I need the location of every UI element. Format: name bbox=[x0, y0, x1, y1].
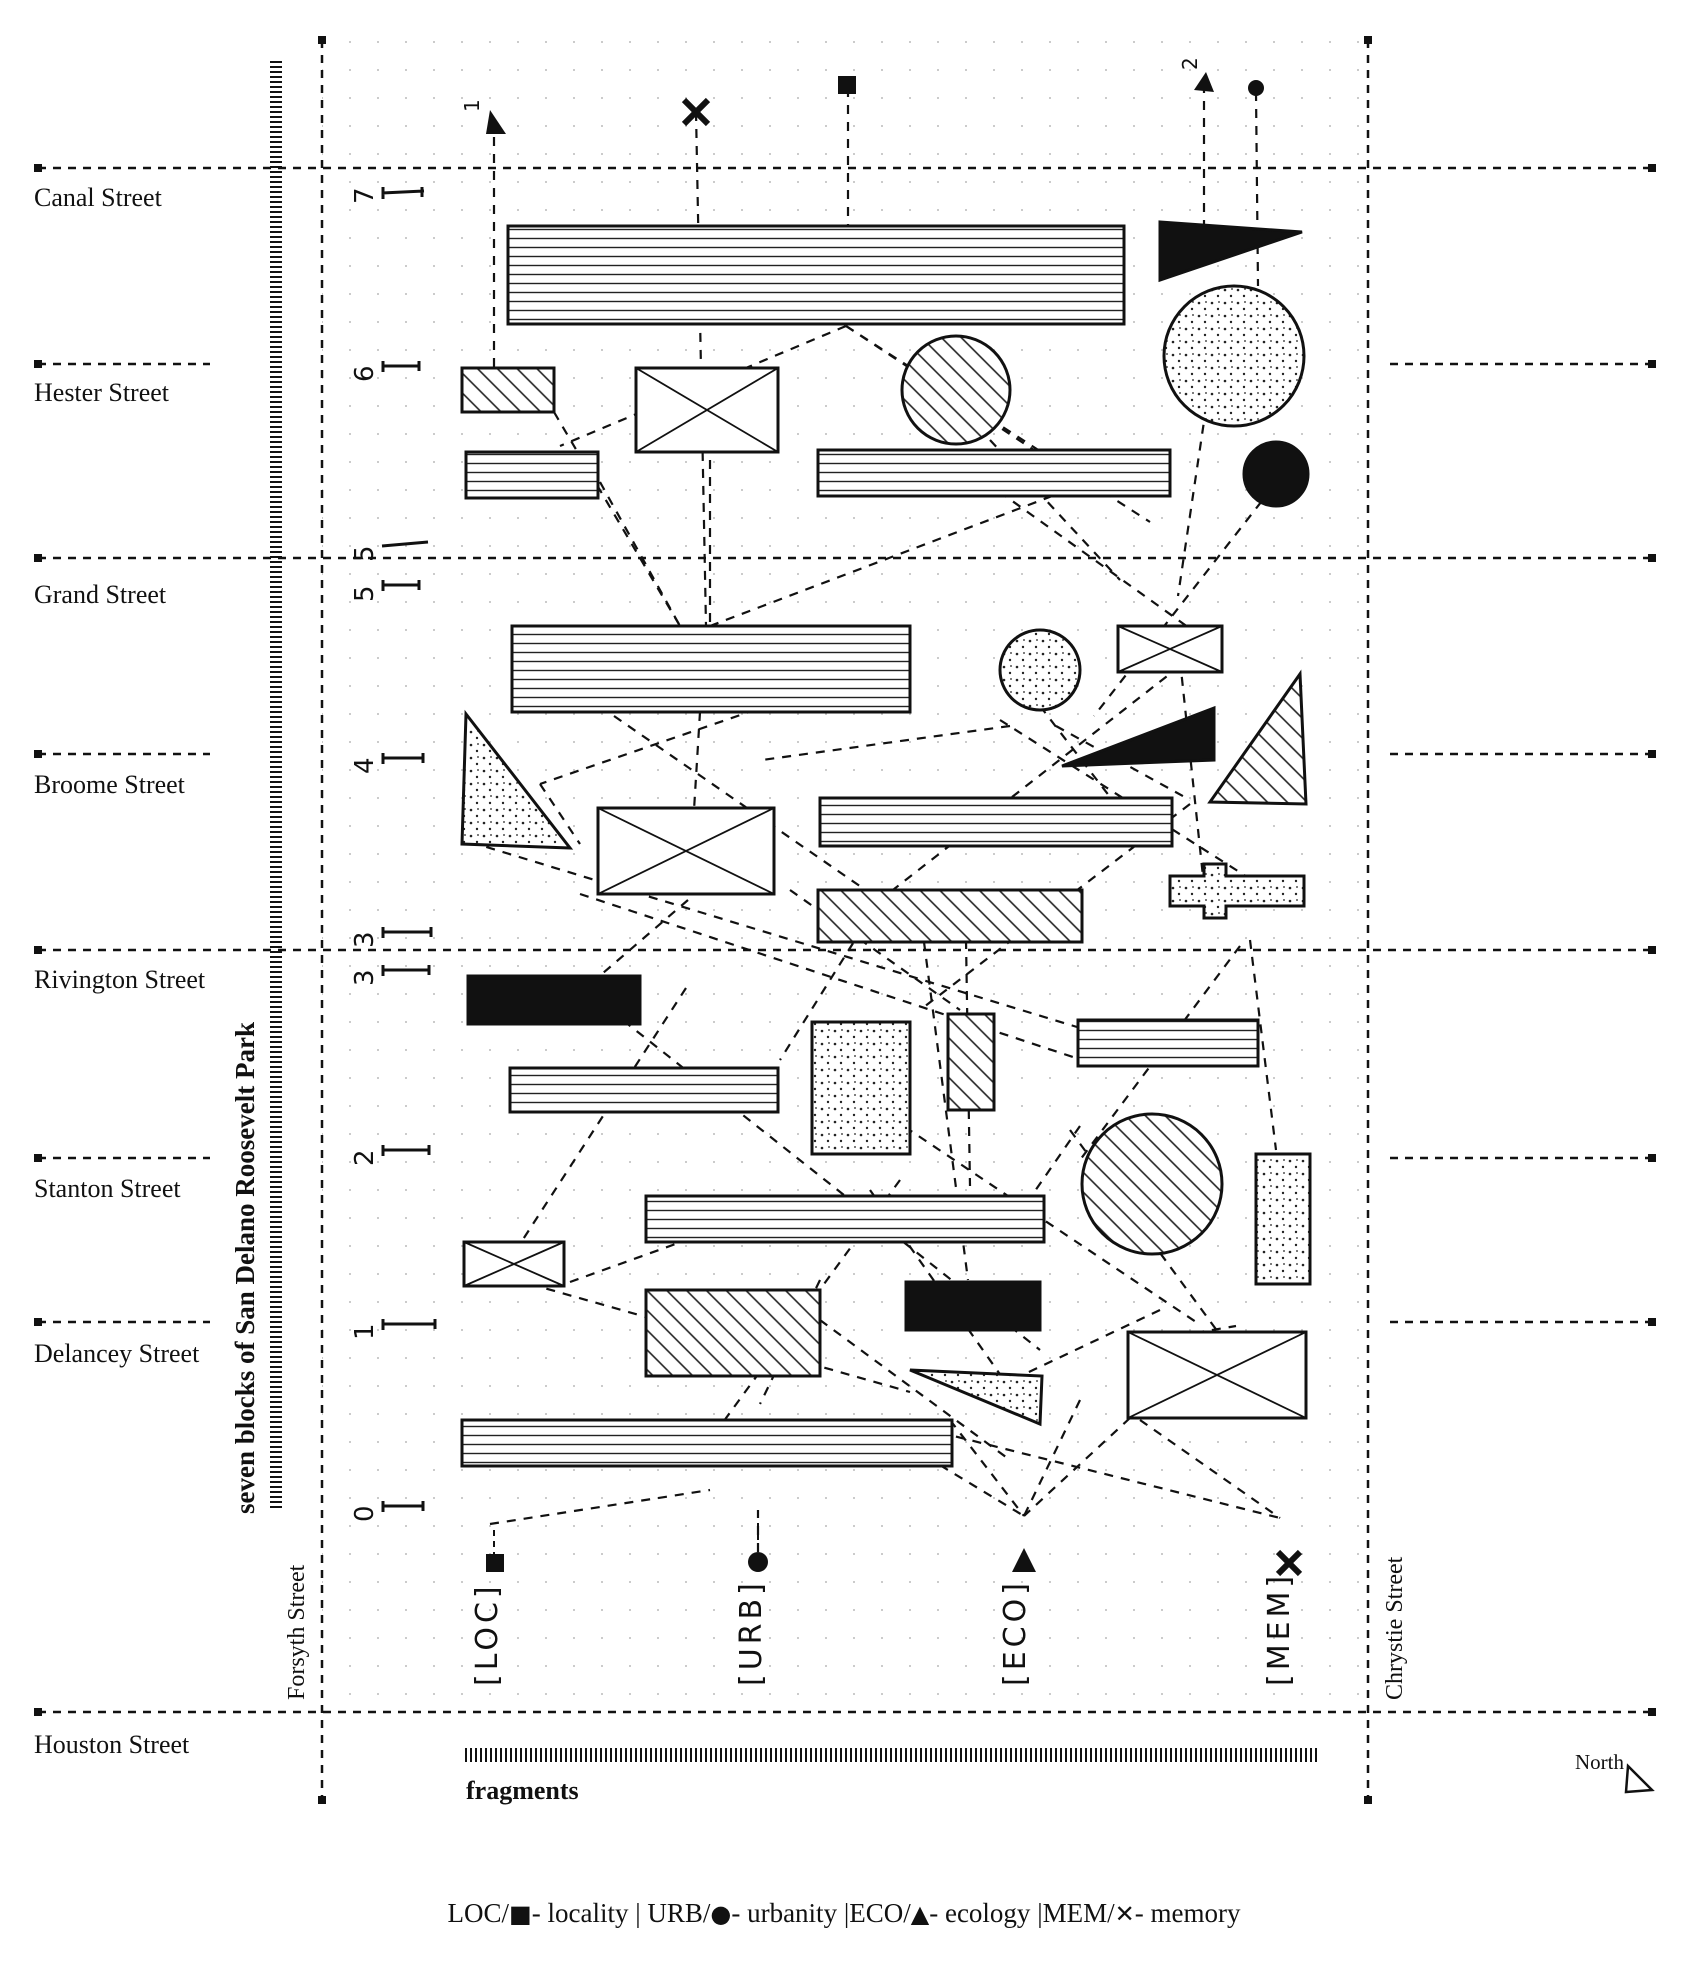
urb-fragment-1 bbox=[900, 334, 1012, 446]
legend-mem-text: - memory bbox=[1134, 1898, 1241, 1928]
loc-fragment-11 bbox=[644, 1194, 1046, 1244]
loc-fragment-12 bbox=[644, 1288, 822, 1378]
block-number: 7 bbox=[350, 187, 380, 204]
category-label-mem: [MEM] bbox=[1262, 1571, 1297, 1686]
north-label: North bbox=[1575, 1750, 1624, 1774]
block-number: 5 bbox=[350, 545, 380, 562]
legend-mem: MEM/ bbox=[1042, 1898, 1115, 1928]
legend-separator: | bbox=[628, 1898, 648, 1928]
fragments-label: fragments bbox=[466, 1776, 579, 1805]
legend-separator: | bbox=[1030, 1898, 1043, 1928]
urb-fragment-3 bbox=[1242, 440, 1310, 508]
triangle-icon bbox=[1012, 1548, 1036, 1572]
triangle-icon: ▲ bbox=[910, 1900, 930, 1928]
eco-fragment-2 bbox=[460, 709, 574, 850]
block-number: 5 bbox=[350, 585, 380, 602]
legend-loc: LOC/ bbox=[447, 1898, 510, 1928]
block-number: 4 bbox=[350, 757, 380, 774]
block-number: 0 bbox=[350, 1505, 380, 1522]
top-marker-number: 1 bbox=[460, 99, 484, 112]
eco-fragment-5 bbox=[946, 1012, 996, 1112]
loc-fragment-8 bbox=[466, 974, 642, 1026]
street-label-forsyth: Forsyth Street bbox=[284, 1564, 310, 1700]
legend-loc-text: - locality bbox=[531, 1898, 629, 1928]
park-length-ruler bbox=[270, 61, 282, 1508]
street-label-rivington: Rivington Street bbox=[34, 965, 206, 994]
street-label-houston: Houston Street bbox=[34, 1730, 190, 1759]
mem-fragment-3 bbox=[596, 806, 776, 896]
legend-urb: URB/ bbox=[647, 1898, 711, 1928]
street-label-chrystie: Chrystie Street bbox=[1382, 1556, 1408, 1700]
urb-fragment-4 bbox=[998, 628, 1082, 712]
circle-icon bbox=[1248, 80, 1264, 96]
cross-icon bbox=[1275, 1549, 1303, 1577]
loc-fragment-7 bbox=[816, 888, 1084, 944]
loc-fragment-5 bbox=[510, 624, 912, 714]
square-icon bbox=[838, 76, 856, 94]
eco-fragment-1 bbox=[1158, 220, 1303, 283]
north-arrow-icon bbox=[1624, 1763, 1655, 1794]
legend-urb-text: - urbanity bbox=[731, 1898, 838, 1928]
category-label-loc: [LOC] bbox=[470, 1582, 505, 1686]
eco-fragment-4 bbox=[1207, 669, 1308, 806]
loc-fragment-2 bbox=[460, 366, 556, 414]
cross-icon bbox=[681, 97, 711, 127]
square-icon bbox=[486, 1554, 504, 1572]
bottom-markers bbox=[486, 1512, 1303, 1577]
street-label-canal: Canal Street bbox=[34, 183, 162, 212]
block-ticks bbox=[381, 187, 437, 1512]
street-label-grand: Grand Street bbox=[34, 580, 167, 609]
mem-fragment-1 bbox=[634, 366, 780, 454]
legend: LOC/■- locality | URB/●- urbanity |ECO/▲… bbox=[0, 1898, 1688, 1929]
legend-separator: | bbox=[837, 1898, 850, 1928]
block-number: 6 bbox=[350, 365, 380, 382]
category-label-eco: [ECO] bbox=[998, 1579, 1033, 1686]
triangle-icon bbox=[1194, 72, 1214, 92]
fragment-shapes bbox=[460, 220, 1312, 1468]
top-marker-number: 2 bbox=[1178, 57, 1202, 70]
category-label-urb: [URB] bbox=[734, 1579, 769, 1686]
loc-fragment-3 bbox=[464, 450, 600, 500]
legend-eco-text: - ecology bbox=[929, 1898, 1031, 1928]
urb-fragment-7 bbox=[1080, 1112, 1224, 1256]
circle-icon: ● bbox=[710, 1900, 732, 1928]
loc-fragment-4 bbox=[816, 448, 1172, 498]
urb-fragment-6 bbox=[810, 1020, 912, 1156]
mem-fragment-5 bbox=[1126, 1330, 1308, 1420]
street-label-delancey: Delancey Street bbox=[34, 1339, 200, 1368]
cross-icon: ✕ bbox=[1114, 1900, 1135, 1928]
square-icon: ■ bbox=[509, 1900, 532, 1928]
block-number: 1 bbox=[350, 1323, 380, 1340]
mem-fragment-2 bbox=[1116, 624, 1224, 674]
street-label-broome: Broome Street bbox=[34, 770, 185, 799]
urb-fragment-5 bbox=[1168, 862, 1306, 920]
loc-fragment-9 bbox=[508, 1066, 780, 1114]
mem-fragment-4 bbox=[462, 1240, 566, 1288]
triangle-icon bbox=[486, 110, 506, 134]
eco-fragment-3 bbox=[1061, 705, 1216, 768]
loc-fragment-13 bbox=[904, 1280, 1042, 1332]
fragments-ruler bbox=[465, 1748, 1317, 1762]
block-number: 3 bbox=[350, 969, 380, 986]
loc-fragment-1 bbox=[506, 224, 1126, 326]
urb-fragment-8 bbox=[1254, 1152, 1312, 1286]
park-title: seven blocks of San Delano Roosevelt Par… bbox=[230, 1022, 260, 1514]
top-markers bbox=[486, 72, 1264, 134]
street-end-markers bbox=[34, 164, 1656, 1716]
street-label-stanton: Stanton Street bbox=[34, 1174, 181, 1203]
block-number: 3 bbox=[350, 931, 380, 948]
street-label-hester: Hester Street bbox=[34, 378, 170, 407]
circle-icon bbox=[748, 1552, 768, 1572]
urb-fragment-2 bbox=[1162, 284, 1306, 428]
eco-fragment-6 bbox=[909, 1368, 1044, 1427]
loc-fragment-10 bbox=[1076, 1018, 1260, 1068]
legend-eco: ECO/ bbox=[849, 1898, 911, 1928]
block-number: 2 bbox=[350, 1149, 380, 1166]
loc-fragment-14 bbox=[460, 1418, 954, 1468]
loc-fragment-6 bbox=[818, 796, 1174, 848]
